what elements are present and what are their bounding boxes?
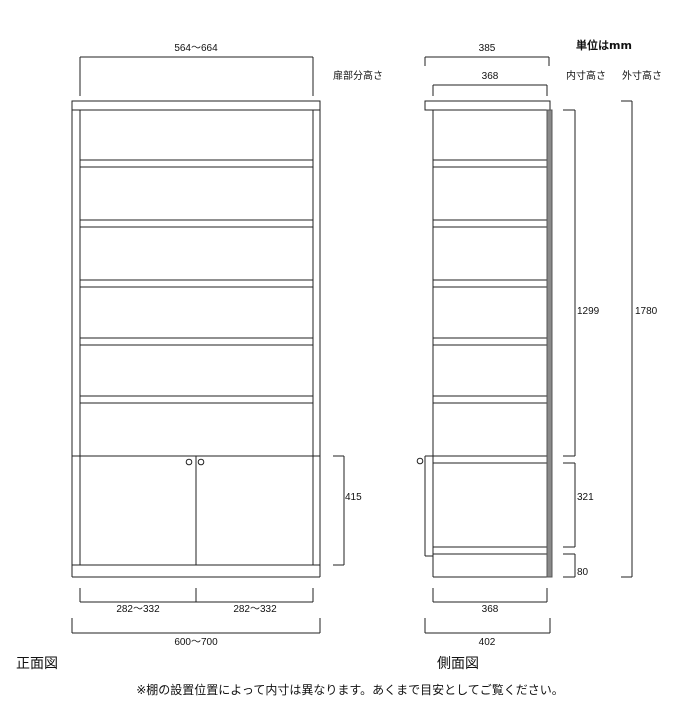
side-inner-depth-top: 368	[482, 71, 499, 82]
side-upper-inner-height: 1299	[577, 306, 600, 317]
door-height-header: 扉部分高さ	[333, 69, 383, 82]
side-top-depth: 385	[479, 43, 496, 54]
side-lower-inner-height: 321	[577, 492, 594, 503]
footnote: ※棚の設置位置によって内寸は異なります。あくまで目安としてご覧ください。	[136, 682, 564, 697]
front-view-label: 正面図	[16, 656, 58, 672]
side-view-drawing	[416, 56, 633, 634]
outer-height-header: 外寸高さ	[622, 69, 662, 82]
front-door-right-width: 282～332	[233, 604, 277, 615]
side-inner-depth-bottom: 368	[482, 604, 499, 615]
side-plinth-height: 80	[577, 567, 589, 578]
front-door-height: 415	[345, 492, 362, 503]
inner-height-header: 内寸高さ	[566, 69, 606, 82]
front-top-width: 564～664	[174, 43, 218, 54]
front-door-left-width: 282～332	[116, 604, 160, 615]
side-total-height: 1780	[635, 306, 658, 317]
side-overall-depth: 402	[479, 637, 496, 648]
unit-label: 単位はmm	[576, 38, 632, 52]
front-overall-width: 600～700	[174, 637, 218, 648]
front-view-drawing	[71, 56, 345, 634]
side-view-label: 側面図	[437, 656, 479, 672]
